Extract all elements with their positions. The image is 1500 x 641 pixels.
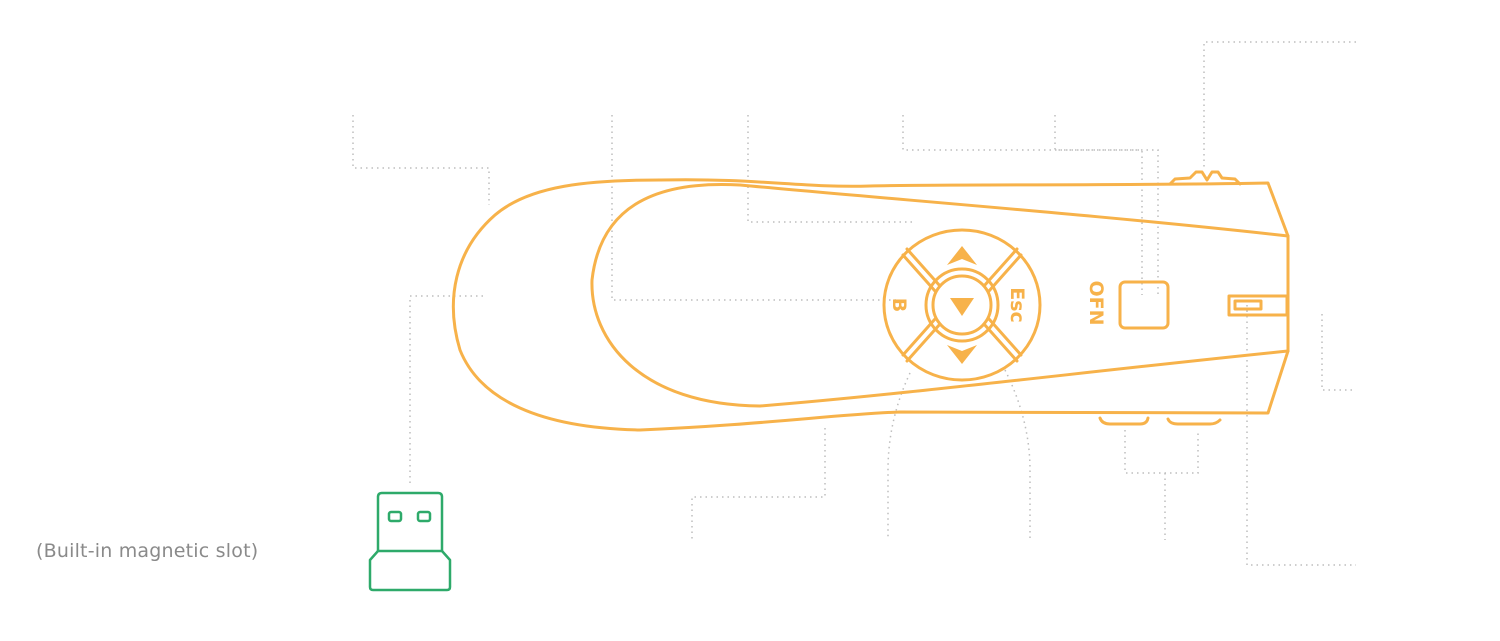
callout-line-down-button bbox=[1004, 369, 1031, 540]
usb-contact-right bbox=[416, 510, 432, 523]
callout-line-body-bottom bbox=[691, 428, 826, 540]
callout-line-top-button bbox=[1203, 41, 1356, 168]
side-button-2 bbox=[1166, 417, 1222, 426]
callout-line-receiver bbox=[409, 295, 483, 485]
dpad-divider-nw bbox=[901, 247, 942, 293]
usb-receiver-body bbox=[368, 549, 452, 592]
presenter-device bbox=[451, 170, 1290, 432]
up-arrow-icon[interactable] bbox=[947, 246, 977, 265]
dpad-outer-ring bbox=[882, 228, 1042, 382]
laser-led bbox=[1233, 299, 1263, 311]
callout-lines bbox=[352, 41, 1356, 566]
usb-receiver bbox=[368, 491, 452, 592]
callout-line-tail bbox=[352, 115, 490, 205]
play-icon bbox=[950, 298, 974, 316]
usb-receiver-head bbox=[376, 491, 444, 551]
callout-line-led bbox=[1246, 305, 1356, 566]
side-button-1 bbox=[1098, 416, 1150, 426]
callout-line-up-button bbox=[747, 115, 913, 223]
callout-line-laser bbox=[1321, 314, 1356, 391]
callout-line-esc bbox=[902, 115, 1143, 295]
b-button-label[interactable]: B bbox=[888, 298, 910, 312]
callout-line-side-buttons bbox=[1124, 430, 1199, 540]
usb-contact-left bbox=[387, 510, 403, 523]
navigation-pad[interactable]: B Esc bbox=[882, 228, 1042, 382]
top-edge-button bbox=[1168, 170, 1242, 186]
down-arrow-icon[interactable] bbox=[947, 345, 977, 364]
callout-line-b-button bbox=[887, 372, 911, 540]
esc-button-label[interactable]: Esc bbox=[1006, 287, 1028, 323]
callout-line-grip bbox=[611, 115, 900, 301]
receiver-caption: (Built-in magnetic slot) bbox=[36, 540, 259, 562]
dpad-center-ring bbox=[924, 267, 1000, 343]
dpad-divider-se bbox=[982, 317, 1023, 363]
device-top-surface bbox=[590, 182, 1290, 408]
ofn-label: OFN bbox=[1085, 280, 1107, 325]
ofn-sensor-pad[interactable] bbox=[1118, 280, 1170, 330]
dpad-divider-ne bbox=[982, 247, 1023, 293]
dpad-divider-sw bbox=[901, 317, 942, 363]
play-button[interactable] bbox=[931, 274, 993, 336]
ofn-sensor[interactable]: OFN bbox=[1085, 280, 1170, 330]
device-outer-shell bbox=[451, 178, 1290, 432]
